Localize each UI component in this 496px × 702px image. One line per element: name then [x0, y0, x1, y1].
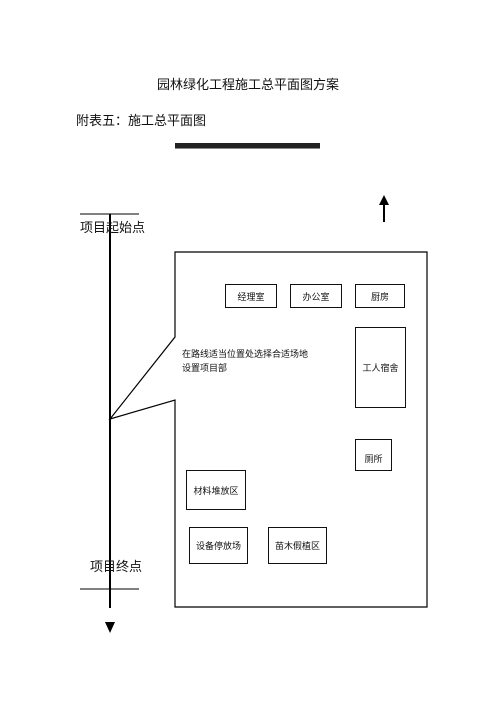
start-point-label: 项目起始点	[80, 221, 146, 236]
note-line-2: 设置项目部	[182, 364, 228, 374]
north-arrow-icon	[379, 195, 389, 222]
office-box: 办公室	[290, 284, 342, 308]
end-point-label: 项目终点	[90, 560, 143, 575]
equipment-yard-box: 设备停放场	[189, 527, 248, 564]
kitchen-box: 厨房	[355, 284, 405, 308]
material-area-box: 材料堆放区	[186, 470, 246, 510]
toilet-box: 厕所	[355, 439, 392, 471]
down-arrow-icon	[105, 622, 115, 633]
document-title: 园林绿化工程施工总平面图方案	[156, 78, 339, 93]
note-line-1: 在路线适当位置处选择合适场地	[182, 350, 309, 360]
appendix-heading: 附表五：施工总平面图	[76, 114, 207, 129]
dormitory-box: 工人宿舍	[355, 327, 406, 408]
project-dept-note: 在路线适当位置处选择合适场地 设置项目部	[182, 348, 308, 376]
project-site-boundary	[108, 251, 428, 608]
nursery-area-box: 苗木假植区	[268, 527, 327, 564]
heading-divider	[175, 143, 320, 149]
manager-office-box: 经理室	[225, 284, 277, 308]
